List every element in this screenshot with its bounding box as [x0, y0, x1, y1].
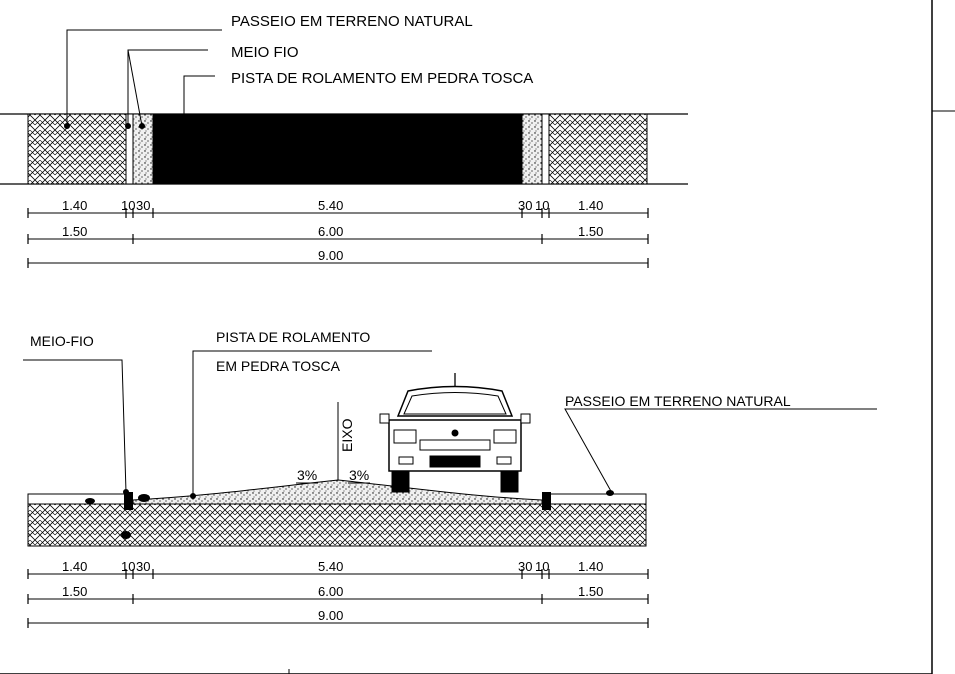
plan-dim-10-right: 10: [535, 198, 549, 213]
plan-dimensions: 1.40 10 30 5.40 30 10 1.40 1.50 6.00 1.5…: [27, 198, 649, 268]
section-dim-6-00: 6.00: [318, 584, 343, 599]
section-leader-dots: [123, 489, 196, 499]
plan-dim-ticks: [27, 208, 649, 268]
plan-leader-dots: [64, 123, 145, 129]
section-leaders: [23, 350, 877, 496]
section-subgrade: [27, 503, 647, 547]
axis-label: EIXO: [339, 418, 355, 452]
section-dim-1-40-left: 1.40: [62, 559, 87, 574]
plan-dim-9-00: 9.00: [318, 248, 343, 263]
section-callout-curb: MEIO-FIO: [30, 333, 94, 349]
plan-dim-30-right: 30: [518, 198, 532, 213]
section-dim-1-50-left: 1.50: [62, 584, 87, 599]
plan-view: PASSEIO EM TERRENO NATURAL MEIO FIO PIST…: [0, 13, 688, 185]
plan-roadway: [153, 114, 522, 184]
plan-gutter-right: [521, 113, 543, 185]
plan-callout-curb: MEIO FIO: [231, 44, 299, 61]
car-front-icon: [379, 373, 531, 493]
section-dim-30-left: 30: [136, 559, 150, 574]
slope-label-right: 3%: [349, 467, 369, 483]
plan-leaders: [66, 29, 222, 127]
plan-dim-1-40-right: 1.40: [578, 198, 603, 213]
section-callout-sidewalk: PASSEIO EM TERRENO NATURAL: [565, 393, 791, 409]
section-pavement-crown: [132, 479, 543, 505]
section-sidewalk-left: [27, 493, 127, 505]
section-dim-9-00: 9.00: [318, 608, 343, 623]
section-dim-5-40: 5.40: [318, 559, 343, 574]
section-dim-1-40-right: 1.40: [578, 559, 603, 574]
section-dim-ticks: [27, 569, 649, 628]
slope-label-left: 3%: [297, 467, 317, 483]
plan-callout-roadway: PISTA DE ROLAMENTO EM PEDRA TOSCA: [231, 70, 533, 87]
section-curb-left: [124, 492, 133, 510]
section-blobs: [85, 490, 614, 539]
section-dim-30-right: 30: [518, 559, 532, 574]
plan-dim-1-50-right: 1.50: [578, 224, 603, 239]
plan-dim-1-50-left: 1.50: [62, 224, 87, 239]
section-callout-roadway-line1: PISTA DE ROLAMENTO: [216, 329, 370, 345]
section-dim-1-50-right: 1.50: [578, 584, 603, 599]
section-dimensions: 1.40 10 30 5.40 30 10 1.40 1.50 6.00 1.5…: [27, 559, 649, 628]
section-curb-right: [542, 492, 551, 510]
plan-dim-10-left: 10: [121, 198, 135, 213]
plan-sidewalk-left: [27, 113, 127, 185]
plan-dim-1-40-left: 1.40: [62, 198, 87, 213]
section-sidewalk-right: [548, 493, 647, 505]
section-view: MEIO-FIO PISTA DE ROLAMENTO EM PEDRA TOS…: [23, 329, 877, 547]
section-dim-10-left: 10: [121, 559, 135, 574]
section-callout-roadway-line2: EM PEDRA TOSCA: [216, 358, 341, 374]
section-dim-10-right: 10: [535, 559, 549, 574]
plan-curb-right: [541, 113, 550, 185]
plan-dim-6-00: 6.00: [318, 224, 343, 239]
plan-sidewalk-right: [548, 113, 648, 185]
plan-callout-sidewalk: PASSEIO EM TERRENO NATURAL: [231, 13, 473, 30]
plan-dim-30-left: 30: [136, 198, 150, 213]
plan-dim-5-40: 5.40: [318, 198, 343, 213]
